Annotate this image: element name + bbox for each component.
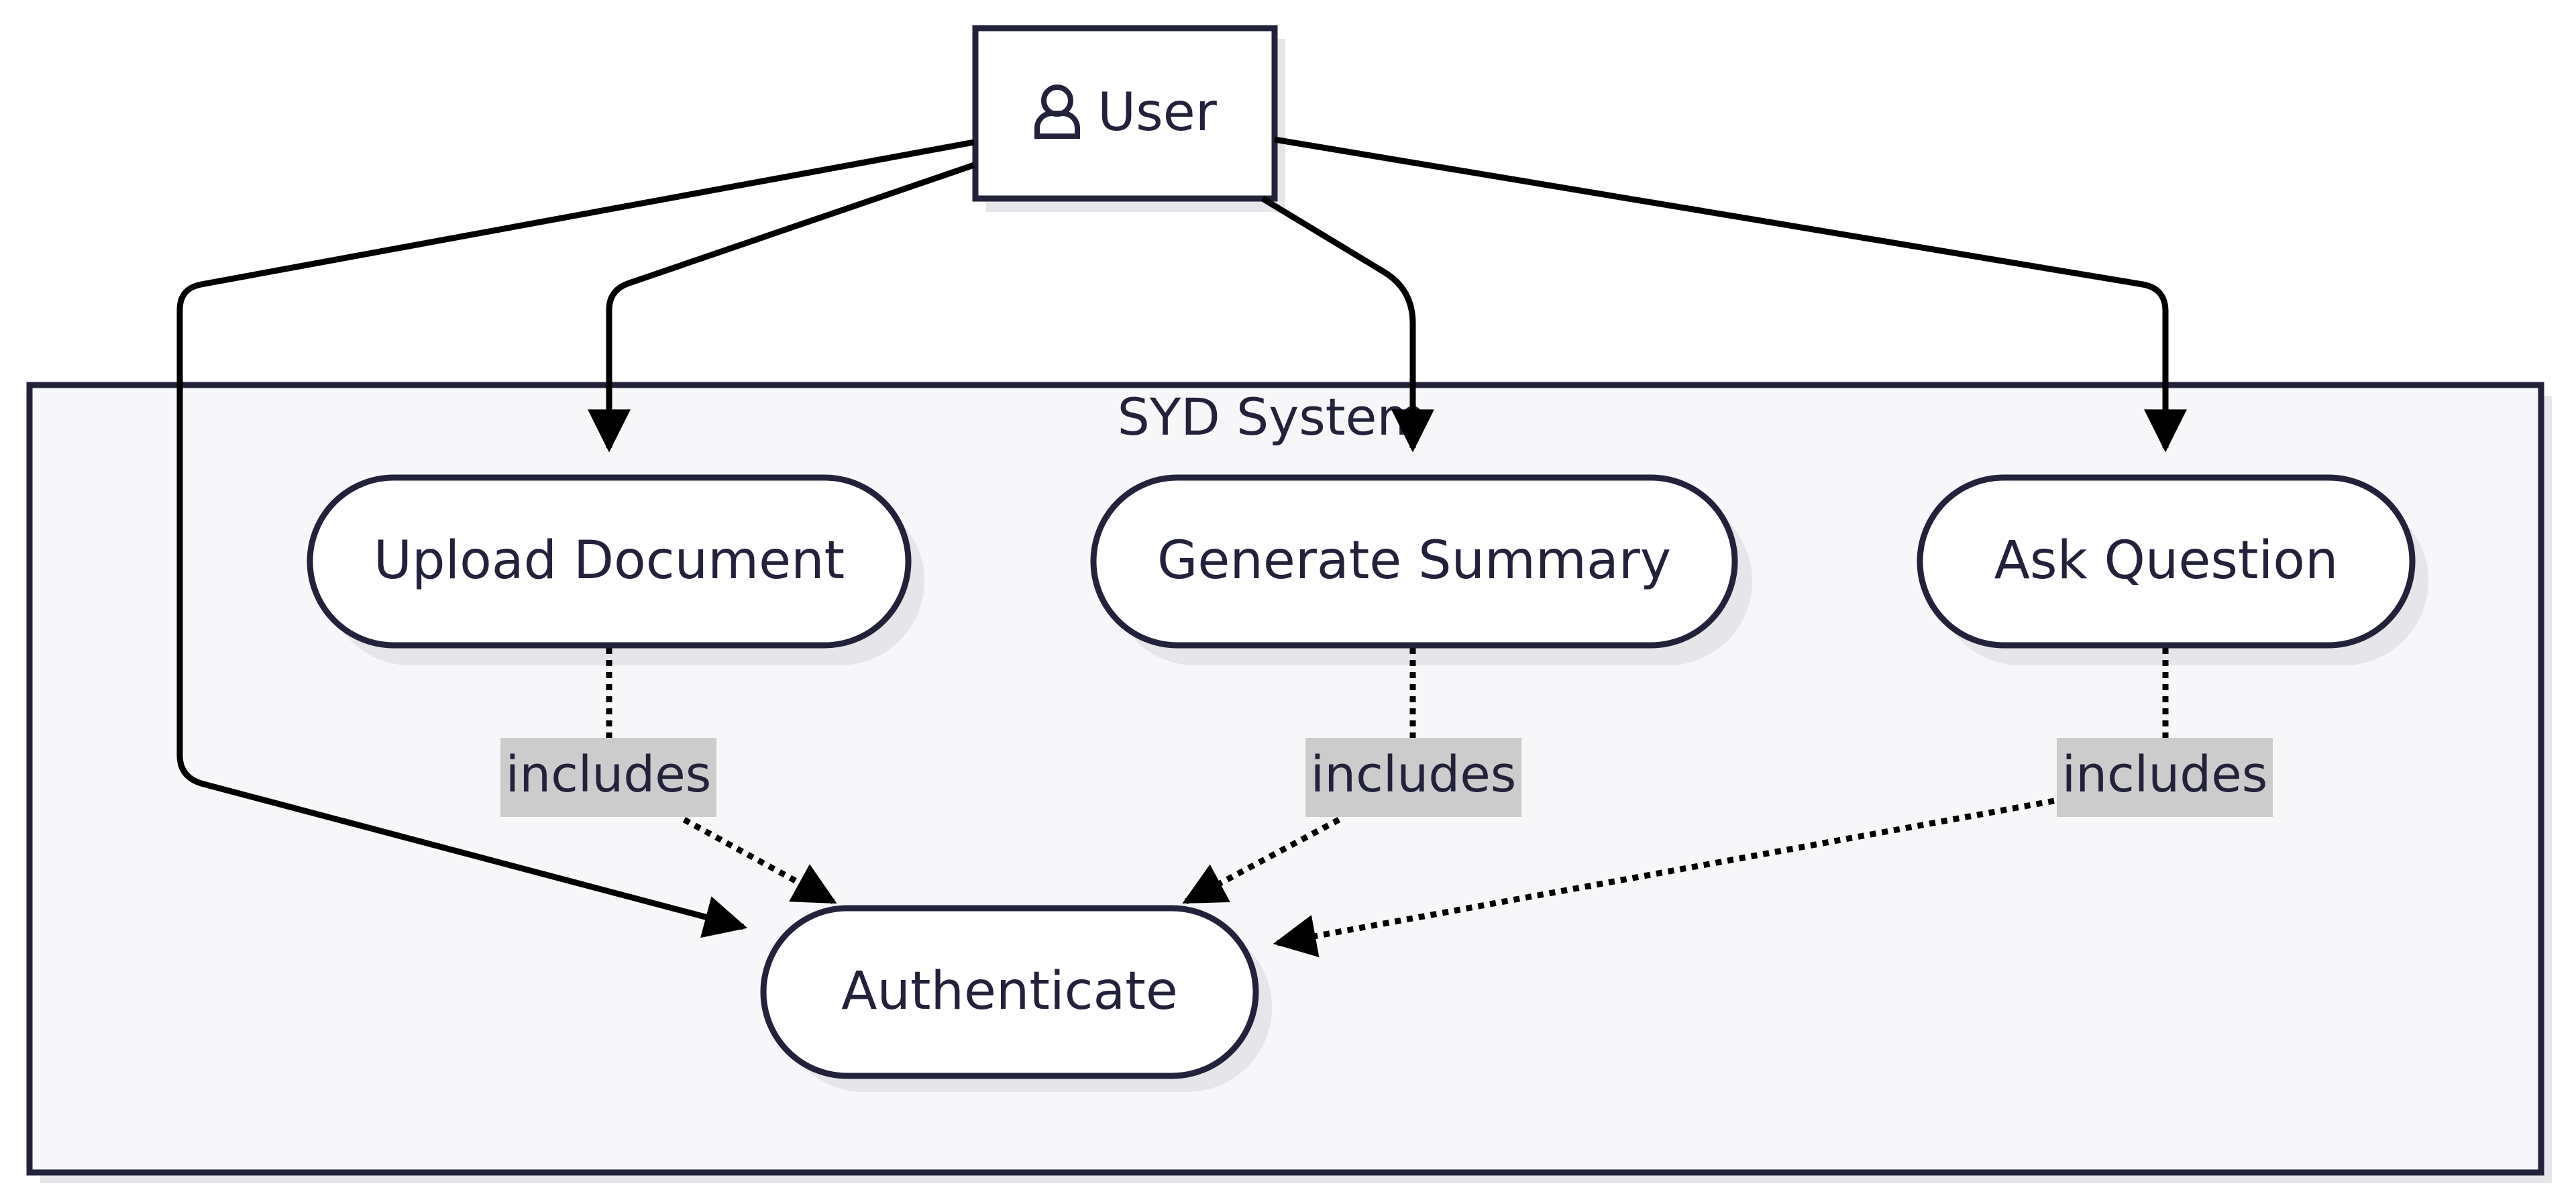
system-title: SYD System: [1118, 387, 1427, 447]
association-user-summary: [1260, 196, 1434, 453]
include-label-summary: includes: [1305, 738, 1521, 817]
use-case-authenticate[interactable]: Authenticate: [760, 905, 1259, 1079]
svg-text:Authenticate: Authenticate: [841, 961, 1178, 1022]
association-user-authenticate: [176, 139, 975, 938]
svg-text:Ask Question: Ask Question: [1994, 531, 2339, 591]
include-label-upload: includes: [500, 738, 716, 817]
svg-text:includes: includes: [2062, 746, 2268, 804]
use-case-generate-summary[interactable]: Generate Summary: [1090, 474, 1738, 649]
association-user-upload: [588, 162, 975, 453]
include-summary-arrow: [1182, 817, 1341, 904]
include-label-ask: includes: [2057, 738, 2273, 817]
actor-label: User: [1097, 83, 1218, 143]
association-user-ask: [1274, 136, 2187, 453]
svg-text:Upload Document: Upload Document: [374, 531, 845, 591]
use-case-ask-question[interactable]: Ask Question: [1917, 474, 2416, 649]
include-upload-arrow: [682, 817, 837, 904]
person-icon: [1034, 85, 1080, 139]
svg-text:includes: includes: [506, 746, 712, 804]
svg-text:includes: includes: [1311, 746, 1517, 804]
actor-user[interactable]: User: [972, 25, 1285, 212]
use-case-upload-document[interactable]: Upload Document: [307, 474, 912, 649]
svg-text:Generate Summary: Generate Summary: [1157, 531, 1671, 591]
